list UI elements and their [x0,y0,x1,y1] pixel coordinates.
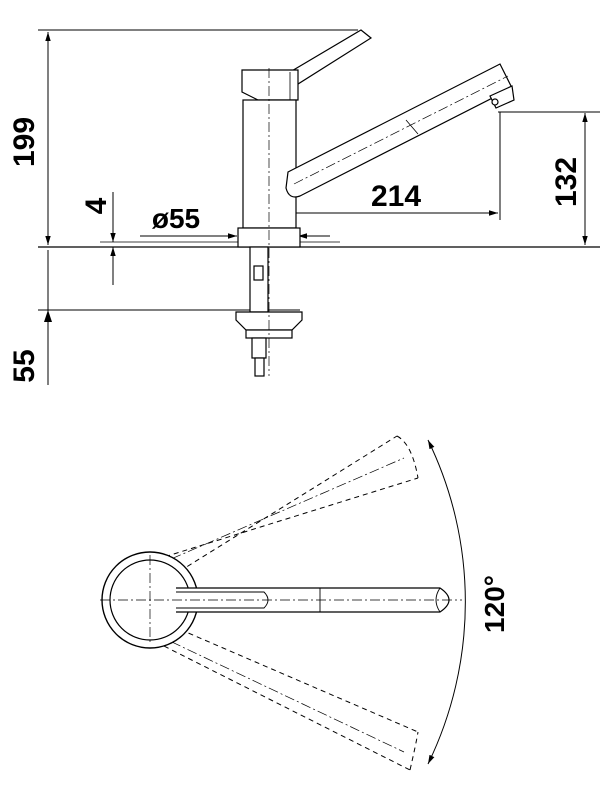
dim-label-diameter: ø55 [152,203,200,234]
dim-label-132: 132 [550,157,583,207]
dim-label-55: 55 [8,349,41,382]
shank-slot [253,265,264,281]
handle-lever [289,29,373,85]
spout [285,63,513,198]
faucet-column [242,99,297,229]
spout-center-line [293,75,509,185]
dim-label-199: 199 [8,117,41,167]
swivel-position-lower [147,625,419,771]
dim-label-214: 214 [371,180,421,213]
side-view: 199 55 4 ø55 214 132 [8,29,600,385]
faucet-side-profile [235,29,515,377]
top-view: 120° [100,435,510,771]
swivel-angle-arc [427,439,466,765]
dim-label-4: 4 [80,197,113,214]
swivel-angle-label: 120° [479,575,510,633]
dim-arrow-55 [44,310,52,322]
bottom-stud [251,337,267,359]
bottom-stud-tip [254,357,265,377]
swivel-position-upper [147,435,419,577]
